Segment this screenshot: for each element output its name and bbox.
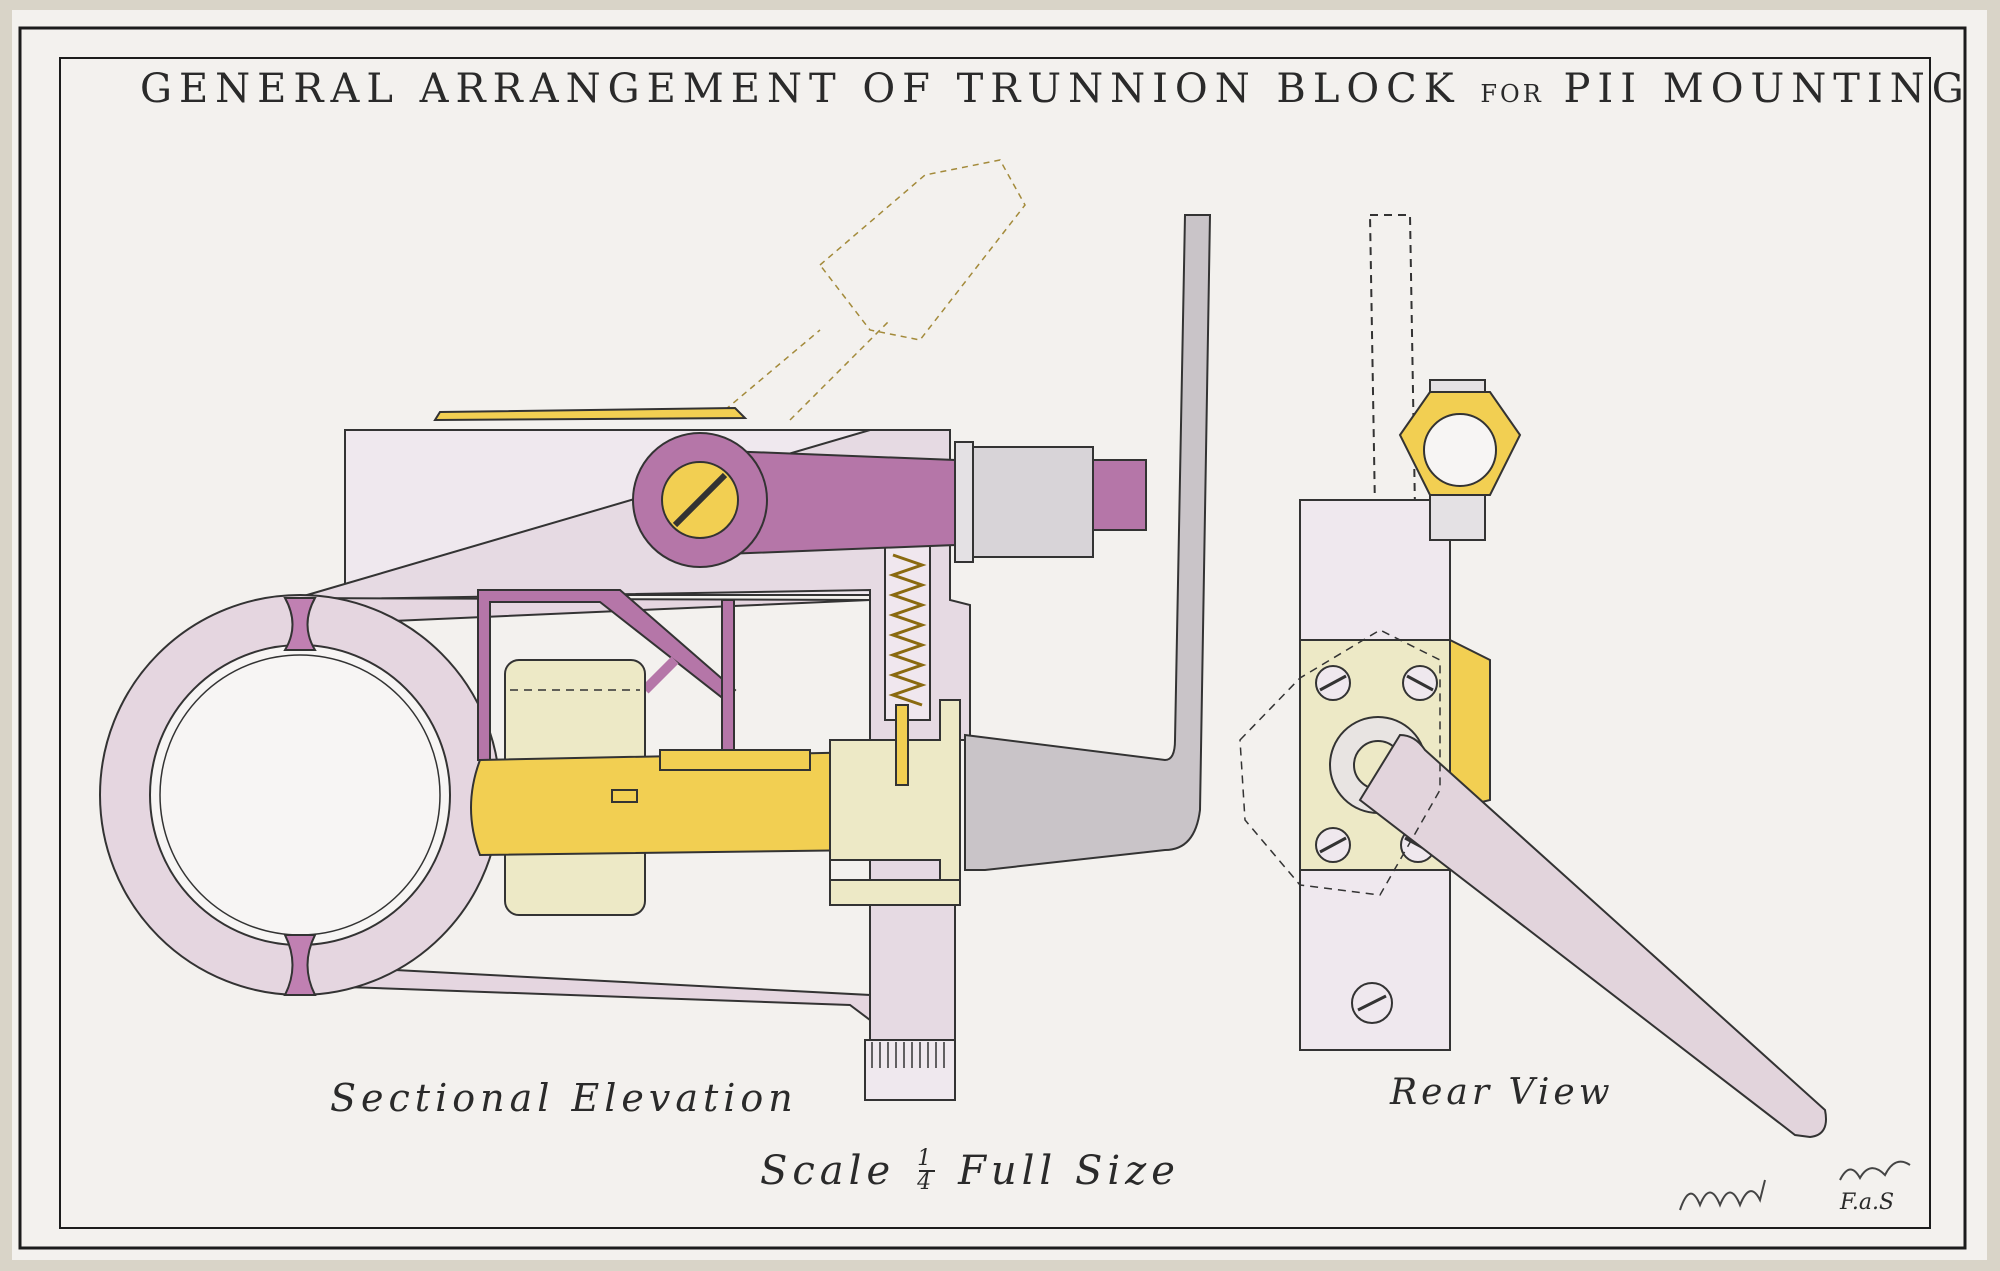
rear-view-label: Rear View	[1390, 1072, 1614, 1113]
screw-top-right-slot	[1406, 674, 1434, 692]
rear-nut-bore	[1423, 413, 1497, 487]
signature-right	[1839, 1160, 1911, 1181]
drawing-title: GENERAL ARRANGEMENT OF TRUNNION BLOCK FO…	[140, 66, 1971, 112]
scale-numerator: 1	[917, 1146, 937, 1171]
signature-left	[1679, 1179, 1766, 1211]
screw-top-left-slot	[1319, 674, 1347, 692]
clamp-ring-inner	[149, 644, 451, 946]
rear-view	[1239, 214, 1827, 1139]
scale-label: Scale 1 4 Full Size	[760, 1148, 1180, 1195]
hex-nut	[972, 446, 1094, 558]
hex-washer	[954, 441, 974, 563]
fraction-bar	[918, 1170, 935, 1172]
foot-knurl	[864, 1039, 956, 1101]
draughtsman-initials: F.a.S	[1840, 1190, 1895, 1215]
title-end: PII MOUNTING	[1563, 66, 1971, 112]
upper-wedge	[283, 597, 317, 651]
spindle-slot	[611, 789, 638, 803]
sectional-elevation-label: Sectional Elevation	[330, 1076, 798, 1120]
scale-denominator: 4	[917, 1170, 937, 1195]
plunger	[895, 704, 909, 786]
title-main: GENERAL ARRANGEMENT OF TRUNNION BLOCK	[140, 66, 1461, 112]
sectional-elevation	[99, 159, 1212, 1101]
screw-slot	[672, 472, 728, 528]
scale-fraction: 1 4	[917, 1148, 936, 1194]
screw-bottom-slot	[1357, 994, 1387, 1012]
cream-bracket	[829, 699, 961, 906]
knurl-lines	[871, 1042, 945, 1068]
spindle-collar	[659, 749, 811, 771]
diag-rod	[641, 656, 679, 694]
top-strip	[433, 406, 748, 422]
outer-border	[18, 26, 1967, 1250]
spring-coils	[888, 553, 927, 707]
scale-suffix: Full Size	[958, 1148, 1180, 1194]
lower-wedge	[283, 934, 317, 996]
screw-bottom-left-slot	[1319, 836, 1347, 854]
rear-hex-ghost	[1239, 629, 1441, 896]
lever-arm	[1358, 733, 1827, 1139]
nut-thread	[1092, 459, 1147, 531]
vertical-rod	[721, 599, 735, 756]
scale-word: Scale	[760, 1148, 896, 1194]
inner-border	[59, 57, 1931, 1229]
title-connector: FOR	[1480, 80, 1544, 108]
tilted-nut-ghost	[724, 159, 1026, 421]
grey-handle	[964, 214, 1212, 871]
